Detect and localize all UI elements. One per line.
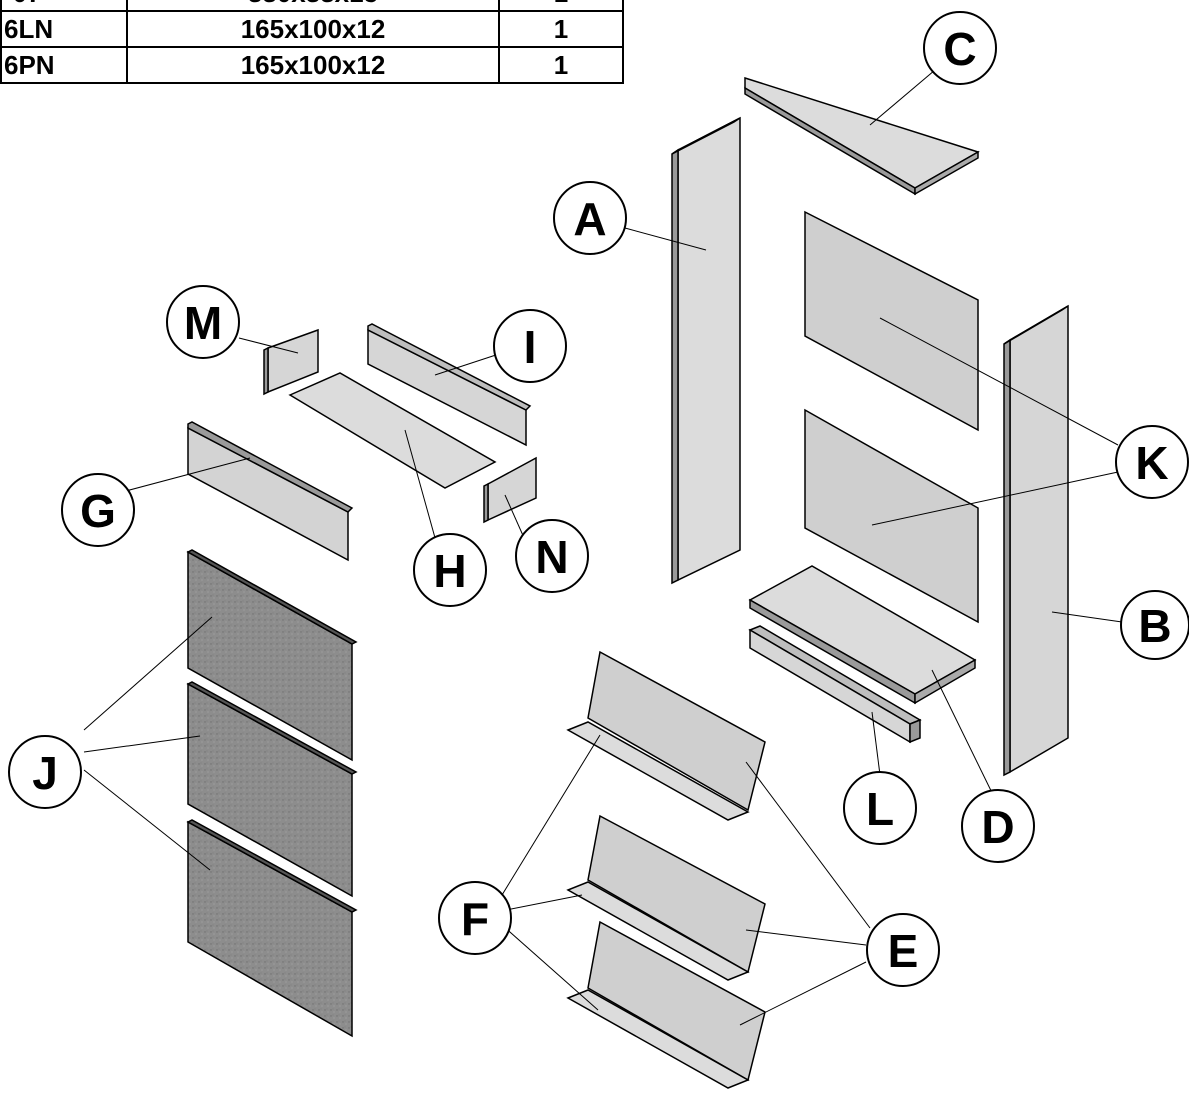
svg-text:B: B <box>1138 600 1171 652</box>
part-label-e: E <box>866 913 940 987</box>
svg-text:E: E <box>888 925 919 977</box>
part-label-m: M <box>166 285 240 359</box>
svg-text:M: M <box>184 297 222 349</box>
part-b-right-side-panel <box>1003 304 1069 777</box>
part-h-drawer-bottom <box>288 372 497 489</box>
part-n-drawer-side <box>483 456 537 524</box>
part-label-j: J <box>8 735 82 809</box>
svg-text:K: K <box>1135 437 1168 489</box>
part-qty-cell: 1 <box>498 10 624 48</box>
part-c-top-shelf <box>744 76 980 196</box>
part-g-drawer-front <box>187 421 354 562</box>
part-e-f-shelves <box>566 650 766 1089</box>
svg-text:N: N <box>535 531 568 583</box>
part-label-k: K <box>1115 425 1189 499</box>
part-dimensions-cell: 165x100x12 <box>126 10 500 48</box>
part-label-h: H <box>413 533 487 607</box>
part-code-cell: 6PN <box>0 46 128 84</box>
svg-text:L: L <box>866 783 894 835</box>
parts-table: -07 330x33x15 1 6LN 165x100x12 1 6PN 165… <box>0 0 624 84</box>
part-label-d: D <box>961 789 1035 863</box>
part-k-back-panels <box>804 210 979 624</box>
part-qty-cell: 1 <box>498 46 624 84</box>
part-label-f: F <box>438 881 512 955</box>
part-dimensions-cell: 165x100x12 <box>126 46 500 84</box>
svg-text:A: A <box>573 193 606 245</box>
svg-text:G: G <box>80 485 116 537</box>
part-a-left-side-panel <box>671 116 741 585</box>
part-qty-cell: 1 <box>498 0 624 12</box>
part-l-plinth <box>748 625 922 744</box>
table-row: -07 330x33x15 1 <box>0 0 624 12</box>
part-m-drawer-side <box>263 328 319 396</box>
svg-text:I: I <box>524 321 537 373</box>
part-j-doors <box>186 549 358 1038</box>
part-code-cell: 6LN <box>0 10 128 48</box>
part-dimensions-cell: 330x33x15 <box>126 0 500 12</box>
table-row: 6LN 165x100x12 1 <box>0 10 624 48</box>
part-label-c: C <box>923 11 997 85</box>
part-label-a: A <box>553 181 627 255</box>
part-label-l: L <box>843 771 917 845</box>
part-label-g: G <box>61 473 135 547</box>
svg-text:H: H <box>433 545 466 597</box>
leader-lines <box>83 69 1123 1026</box>
part-d-bottom-shelf <box>748 565 977 705</box>
svg-text:J: J <box>32 747 58 799</box>
part-label-b: B <box>1120 590 1189 660</box>
part-i-drawer-back <box>367 323 532 447</box>
table-row: 6PN 165x100x12 1 <box>0 46 624 84</box>
svg-text:D: D <box>981 801 1014 853</box>
svg-text:C: C <box>943 23 976 75</box>
svg-text:F: F <box>461 893 489 945</box>
part-label-n: N <box>515 519 589 593</box>
part-code-cell: -07 <box>0 0 128 12</box>
part-label-i: I <box>493 309 567 383</box>
